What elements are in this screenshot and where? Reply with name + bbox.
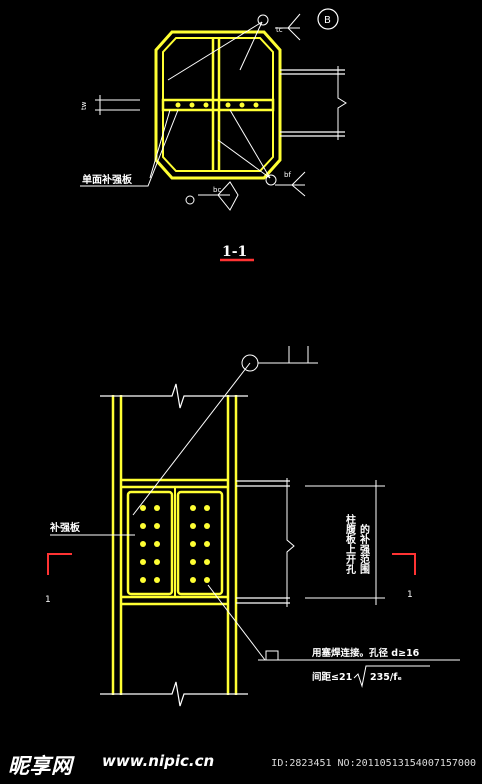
axis-circle-b [317,8,339,30]
weld-flag-elev [258,346,318,364]
leader-lines [149,21,271,179]
reinforcing-plate-left [126,490,174,596]
radical-sign [353,665,430,688]
dim-label-tw: tw [80,101,88,110]
weld-flag-bottom [198,181,239,211]
reinforcing-plate-right [176,490,224,596]
detail-circle-bottom [265,174,277,186]
label-reinforcing-plate: 补强板 [49,521,81,534]
label-single-plate: 单面补强板 [82,173,133,186]
weld-note-radicand: 235/fₑ [370,672,402,683]
plug-weld-symbol [265,650,279,660]
section-cut-right [392,553,416,575]
stiffener-plate [161,98,275,112]
detail-circle-left [185,195,195,205]
axis-label-b: B [324,15,331,26]
site-url: www.nipic.cn [102,752,215,770]
weld-note-prefix: 间距≤21 [312,671,352,683]
image-id-text: ID:2823451 NO:20110513154007157000 [271,758,476,769]
beam-break-line [337,66,347,140]
label-range-line2: 的补强范围 [358,523,371,575]
single-plate-leader [80,109,179,187]
drawing-canvas: B tc bf bc tw 单面补强板 1-1 [45,8,460,707]
section-mark-right-number: 1 [407,590,413,600]
section-cut-left [47,553,72,575]
weld-note-line1: 用塞焊连接。孔径 d≥16 [311,647,420,659]
plug-weld-holes-section [175,102,259,108]
section-1-1-drawing [80,8,347,211]
weld-flag-top [275,13,301,41]
dim-label-bf: bf [284,171,291,179]
column-break-bottom [100,681,248,707]
weld-flag-right [275,171,306,197]
dim-label-tc: tc [276,26,283,34]
dim-label-bc: bc [213,186,221,194]
section-title-1-1: 1-1 [222,244,247,260]
plug-weld-holes-elev [140,505,210,583]
column-break-top [100,383,248,409]
watermark-footer [0,745,482,784]
site-logo: 昵享网 [8,754,73,778]
label-range-line1: 柱腹板上开孔 [344,513,356,575]
beam-break-elev [286,478,295,607]
column-section-outline-outer [154,30,282,180]
detail-circle-top [257,14,269,26]
section-mark-left-number: 1 [45,595,51,605]
column-elevation-drawing [47,346,460,707]
